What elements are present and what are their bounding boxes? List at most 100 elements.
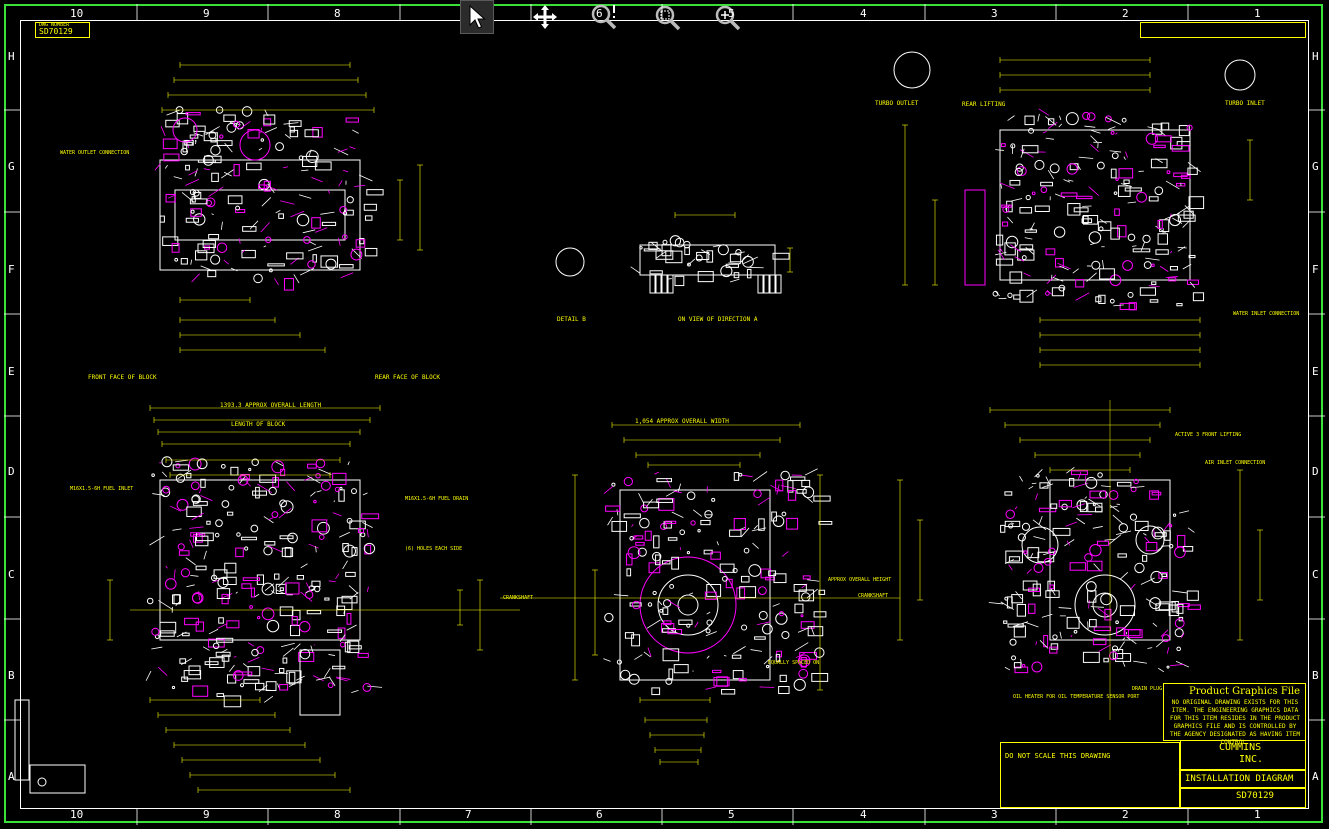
engine-detail: [221, 593, 229, 605]
engine-detail: [313, 499, 317, 504]
engine-detail: [1069, 477, 1075, 487]
engine-detail: [284, 134, 291, 139]
engine-detail: [311, 580, 321, 587]
engine-detail: [1045, 137, 1054, 140]
engine-detail: [1081, 218, 1093, 224]
engine-detail: [1143, 533, 1147, 536]
engine-detail: [263, 695, 274, 703]
engine-detail: [804, 468, 818, 476]
engine-detail: [1088, 231, 1102, 244]
engine-detail: [753, 489, 762, 499]
engine-detail: [1049, 646, 1058, 654]
engine-detail: [314, 585, 321, 593]
engine-detail: [704, 591, 717, 600]
engine-detail: [190, 575, 199, 577]
note-view-direction: ON VIEW OF DIRECTION A: [678, 316, 758, 323]
engine-detail: [995, 258, 1014, 266]
engine-detail: [1128, 302, 1137, 311]
engine-detail: [203, 550, 207, 560]
zone-col-top: 1: [1254, 7, 1261, 20]
detail-direction-a: [639, 244, 776, 276]
engine-detail: [194, 250, 208, 261]
engine-detail: [235, 209, 246, 213]
engine-detail: [1054, 258, 1064, 268]
engine-detail: [208, 186, 224, 197]
engine-detail: [1073, 629, 1078, 634]
revision-table: [1000, 742, 1180, 808]
select-tool-button[interactable]: [460, 0, 494, 34]
legend-symbol: [37, 777, 47, 787]
engine-detail: [1122, 260, 1133, 271]
engine-detail: [203, 168, 211, 171]
engine-detail: [635, 541, 645, 546]
engine-detail: [807, 626, 824, 637]
engine-detail: [741, 474, 753, 478]
pan-tool-button[interactable]: [528, 0, 562, 34]
engine-detail: [227, 195, 243, 205]
engine-detail: [732, 670, 744, 680]
select-icon: [469, 4, 486, 29]
engine-detail: [180, 658, 192, 666]
engine-detail: [242, 577, 260, 581]
engine-detail: [364, 247, 378, 257]
engine-detail: [733, 272, 740, 279]
engine-detail: [178, 550, 190, 556]
engine-detail: [1033, 536, 1046, 540]
engine-detail: [1188, 254, 1196, 259]
engine-detail: [186, 506, 202, 517]
engine-detail: [1028, 485, 1034, 490]
engine-detail: [662, 628, 676, 633]
engine-detail: [197, 243, 215, 254]
engine-detail: [1153, 528, 1155, 539]
engine-detail: [351, 689, 359, 693]
engine-detail: [186, 584, 195, 588]
engine-detail: [1000, 601, 1014, 610]
engine-detail: [668, 668, 674, 680]
drawing-number: SD70129: [1236, 791, 1274, 801]
engine-detail: [706, 619, 713, 626]
engine-detail: [758, 610, 768, 620]
engine-detail: [1142, 554, 1148, 562]
engine-detail: [315, 473, 321, 479]
engine-detail: [171, 243, 180, 253]
engine-detail: [317, 521, 330, 535]
engine-detail: [1151, 263, 1155, 267]
oil-pan: [299, 649, 341, 716]
engine-detail: [1176, 303, 1183, 307]
engine-detail: [1019, 475, 1023, 482]
engine-detail: [175, 459, 189, 463]
company-suffix: INC.: [1239, 754, 1264, 765]
engine-detail: [251, 648, 259, 657]
engine-detail: [193, 213, 206, 226]
engine-detail: [145, 670, 152, 681]
zoom-window-button[interactable]: [650, 0, 684, 34]
zoom-extents-button[interactable]: [710, 0, 744, 34]
engine-detail: [151, 473, 155, 477]
engine-detail: [738, 472, 743, 477]
front-view-body: [619, 489, 771, 681]
zoom-realtime-button[interactable]: [588, 0, 622, 34]
engine-detail: [279, 668, 285, 674]
engine-detail: [647, 647, 652, 657]
engine-detail: [335, 676, 351, 680]
engine-detail: [1123, 179, 1130, 184]
engine-detail: [1187, 162, 1201, 173]
engine-detail: [813, 495, 831, 502]
engine-detail: [1164, 213, 1180, 220]
engine-detail: [1084, 496, 1088, 499]
engine-detail: [162, 236, 179, 246]
engine-detail: [196, 458, 208, 470]
engine-detail: [1019, 207, 1033, 214]
engine-detail: [184, 141, 193, 146]
engine-detail: [1150, 570, 1163, 584]
engine-detail: [1066, 540, 1071, 546]
drawing-border: [20, 20, 1309, 809]
engine-detail: [1159, 130, 1167, 137]
engine-detail: [282, 647, 294, 657]
engine-detail: [189, 198, 208, 205]
engine-detail: [260, 138, 265, 142]
engine-detail: [712, 245, 721, 248]
note-water-inlet: WATER INLET CONNECTION: [1233, 311, 1300, 317]
engine-detail: [729, 529, 742, 537]
